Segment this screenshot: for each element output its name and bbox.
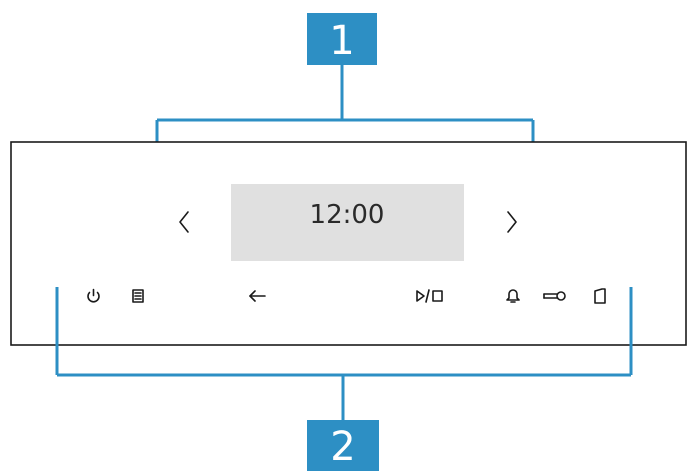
chevron-left-icon[interactable] [179,211,189,233]
callout-2-bracket [55,287,633,420]
power-icon[interactable] [87,288,100,303]
start-stop-icon[interactable] [416,289,443,303]
callout-2-badge [307,420,379,471]
key-lock-icon[interactable] [543,291,566,301]
back-arrow-icon[interactable] [249,290,266,302]
callout-2-label: 2 [330,424,355,470]
menu-icon[interactable] [132,289,144,303]
display-time: 12:00 [310,200,385,230]
bell-icon[interactable] [506,289,520,303]
chevron-right-icon[interactable] [507,211,517,233]
callout-1: 1 [307,13,377,65]
display-screen [231,184,464,261]
callout-2: 2 [307,420,379,471]
door-icon[interactable] [594,288,606,304]
callout-1-label: 1 [329,18,354,64]
callout-1-badge [307,13,377,65]
